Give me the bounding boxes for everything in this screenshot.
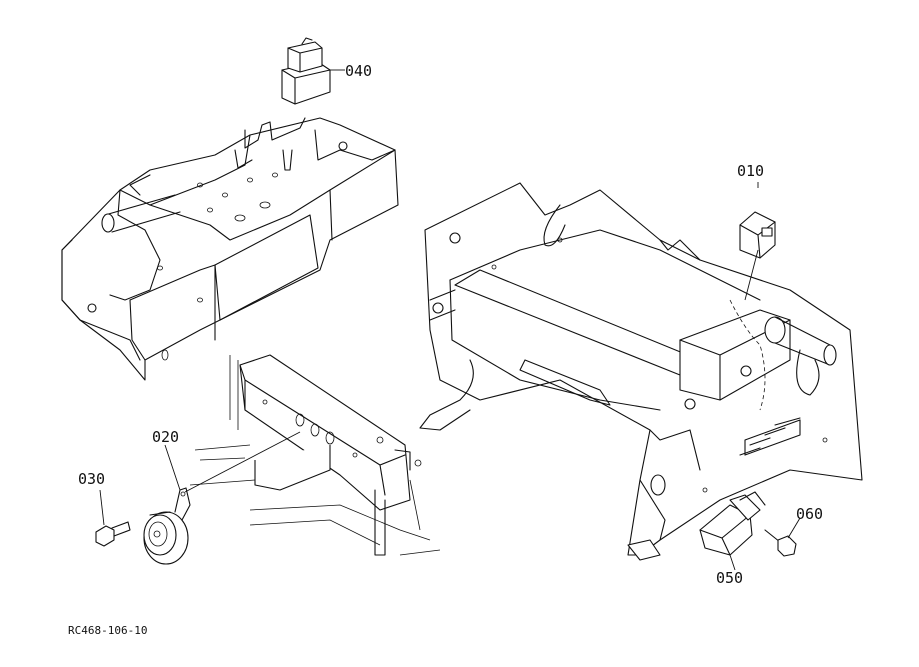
left-frame [61,117,399,381]
label-010: 010 [737,162,764,180]
label-050: 050 [716,569,743,587]
label-030: 030 [78,470,105,488]
drawing-code: RC468-106-10 [68,624,147,637]
label-040: 040 [345,62,372,80]
screw-060 [764,529,797,557]
relay-040 [281,37,331,105]
middle-bracket [189,354,441,556]
leader-lines [99,69,801,571]
switch-050 [699,491,766,556]
label-060: 060 [796,505,823,523]
horn-020 [143,487,191,565]
bolt-030 [95,521,131,547]
label-020: 020 [152,428,179,446]
right-frame [419,182,863,561]
